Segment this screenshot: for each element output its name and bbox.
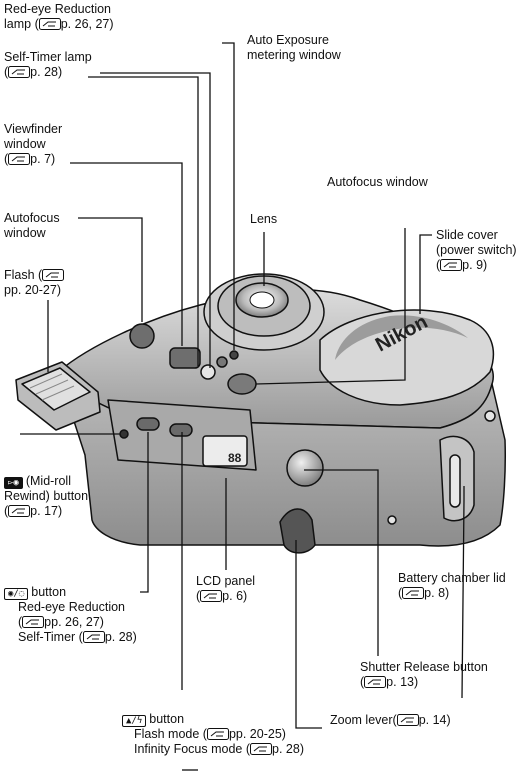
reference-hand-icon bbox=[402, 587, 424, 599]
label-zoom-line1a: Zoom lever( bbox=[330, 713, 397, 727]
label-self-timer-lamp: Self-Timer lamp (p. 28) bbox=[4, 50, 92, 80]
label-battery-lid: Battery chamber lid (p. 8) bbox=[398, 571, 506, 601]
autofocus-window-right bbox=[228, 374, 256, 394]
red-eye-lamp bbox=[201, 365, 215, 379]
label-lens-line1: Lens bbox=[250, 212, 277, 227]
reference-hand-icon bbox=[42, 269, 64, 281]
label-autofocus-right-line1: Autofocus window bbox=[327, 175, 428, 190]
label-redeye-button-line4a: Self-Timer ( bbox=[18, 630, 83, 644]
label-battery-lid-line1: Battery chamber lid bbox=[398, 571, 506, 586]
label-flash-button-line1: button bbox=[149, 712, 184, 726]
leader-slide-cover bbox=[420, 235, 432, 314]
label-red-eye-lamp-line2a: lamp ( bbox=[4, 17, 39, 31]
label-self-timer-line2b: p. 28) bbox=[30, 65, 62, 79]
label-flash: Flash ( pp. 20-27) bbox=[4, 268, 64, 298]
flash-mode-button[interactable] bbox=[170, 424, 192, 436]
self-timer-lamp bbox=[217, 357, 227, 367]
label-midroll-rewind: ▻◉(Mid-roll Rewind) button (p. 17) bbox=[4, 474, 88, 519]
label-flash-line1a: Flash ( bbox=[4, 268, 42, 282]
label-shutter-line1: Shutter Release button bbox=[360, 660, 488, 675]
label-self-timer-line1: Self-Timer lamp bbox=[4, 50, 92, 65]
reference-hand-icon bbox=[83, 631, 105, 643]
label-flash-line2: pp. 20-27) bbox=[4, 283, 64, 298]
label-midroll-line3b: p. 17) bbox=[30, 504, 62, 518]
reference-hand-icon bbox=[8, 66, 30, 78]
label-redeye-button-line4b: p. 28) bbox=[105, 630, 137, 644]
label-battery-lid-line2b: p. 8) bbox=[424, 586, 449, 600]
label-lcd-line2b: p. 6) bbox=[222, 589, 247, 603]
reference-hand-icon bbox=[440, 259, 462, 271]
label-red-eye-lamp: Red-eye Reduction lamp ( p. 26, 27) bbox=[4, 2, 114, 32]
label-redeye-button: ◉/◌button Red-eye Reduction (pp. 26, 27)… bbox=[4, 585, 137, 645]
reference-hand-icon bbox=[200, 590, 222, 602]
label-midroll-line2: Rewind) button bbox=[4, 489, 88, 504]
strap-lug bbox=[485, 411, 495, 421]
label-midroll-line1: (Mid-roll bbox=[26, 474, 71, 488]
label-auto-exposure-line1: Auto Exposure bbox=[247, 33, 341, 48]
label-slide-cover-line1: Slide cover bbox=[436, 228, 517, 243]
label-flash-button-line3b: p. 28) bbox=[272, 742, 304, 756]
reference-hand-icon bbox=[39, 18, 61, 30]
label-auto-exposure: Auto Exposure metering window bbox=[247, 33, 341, 63]
reference-hand-icon bbox=[207, 728, 229, 740]
reference-hand-icon bbox=[250, 743, 272, 755]
label-autofocus-left-line1: Autofocus bbox=[4, 211, 60, 226]
viewfinder-window bbox=[170, 348, 200, 368]
label-red-eye-lamp-line2b: p. 26, 27) bbox=[61, 17, 114, 31]
label-redeye-button-line2: Red-eye Reduction bbox=[4, 600, 137, 615]
leader-autofocus-left bbox=[78, 218, 142, 322]
label-lcd-panel: LCD panel (p. 6) bbox=[196, 574, 255, 604]
lcd-digits: 88 bbox=[228, 451, 242, 465]
label-viewfinder-line3b: p. 7) bbox=[30, 152, 55, 166]
reference-hand-icon bbox=[8, 505, 30, 517]
label-shutter-line2b: p. 13) bbox=[386, 675, 418, 689]
reference-hand-icon bbox=[8, 153, 30, 165]
midroll-rewind-key-icon: ▻◉ bbox=[4, 477, 23, 489]
camera-body bbox=[16, 274, 505, 553]
zoom-lever[interactable] bbox=[280, 509, 315, 553]
label-redeye-button-line1: button bbox=[31, 585, 66, 599]
label-flash-button-line2b: pp. 20-25) bbox=[229, 727, 286, 741]
redeye-selftimer-button[interactable] bbox=[137, 418, 159, 430]
label-viewfinder-line2: window bbox=[4, 137, 62, 152]
label-zoom-line1b: p. 14) bbox=[419, 713, 451, 727]
auto-exposure-window bbox=[230, 351, 238, 359]
label-viewfinder-line1: Viewfinder bbox=[4, 122, 62, 137]
flash-mode-key-icon: ▲/ϟ bbox=[122, 715, 146, 727]
tripod-socket bbox=[388, 516, 396, 524]
label-zoom-lever: Zoom lever( p. 14) bbox=[330, 713, 451, 728]
label-slide-cover: Slide cover (power switch) (p. 9) bbox=[436, 228, 517, 273]
shutter-release-button[interactable] bbox=[287, 450, 323, 486]
label-shutter-release: Shutter Release button (p. 13) bbox=[360, 660, 488, 690]
label-viewfinder: Viewfinder window (p. 7) bbox=[4, 122, 62, 167]
reference-hand-icon bbox=[397, 714, 419, 726]
label-autofocus-window-right: Autofocus window bbox=[327, 175, 428, 190]
label-auto-exposure-line2: metering window bbox=[247, 48, 341, 63]
label-redeye-button-line3b: pp. 26, 27) bbox=[44, 615, 104, 629]
reference-hand-icon bbox=[364, 676, 386, 688]
label-lcd-line1: LCD panel bbox=[196, 574, 255, 589]
midroll-rewind-button-hole bbox=[120, 430, 128, 438]
label-lens: Lens bbox=[250, 212, 277, 227]
label-slide-cover-line2: (power switch) bbox=[436, 243, 517, 258]
redeye-selftimer-key-icon: ◉/◌ bbox=[4, 588, 28, 600]
label-flash-button-line3a: Infinity Focus mode ( bbox=[134, 742, 250, 756]
autofocus-window-left bbox=[130, 324, 154, 348]
label-slide-cover-line3b: p. 9) bbox=[462, 258, 487, 272]
reference-hand-icon bbox=[22, 616, 44, 628]
label-flash-button-line2a: Flash mode ( bbox=[134, 727, 207, 741]
label-autofocus-window-left: Autofocus window bbox=[4, 211, 60, 241]
label-red-eye-lamp-line1: Red-eye Reduction bbox=[4, 2, 114, 17]
label-autofocus-left-line2: window bbox=[4, 226, 60, 241]
